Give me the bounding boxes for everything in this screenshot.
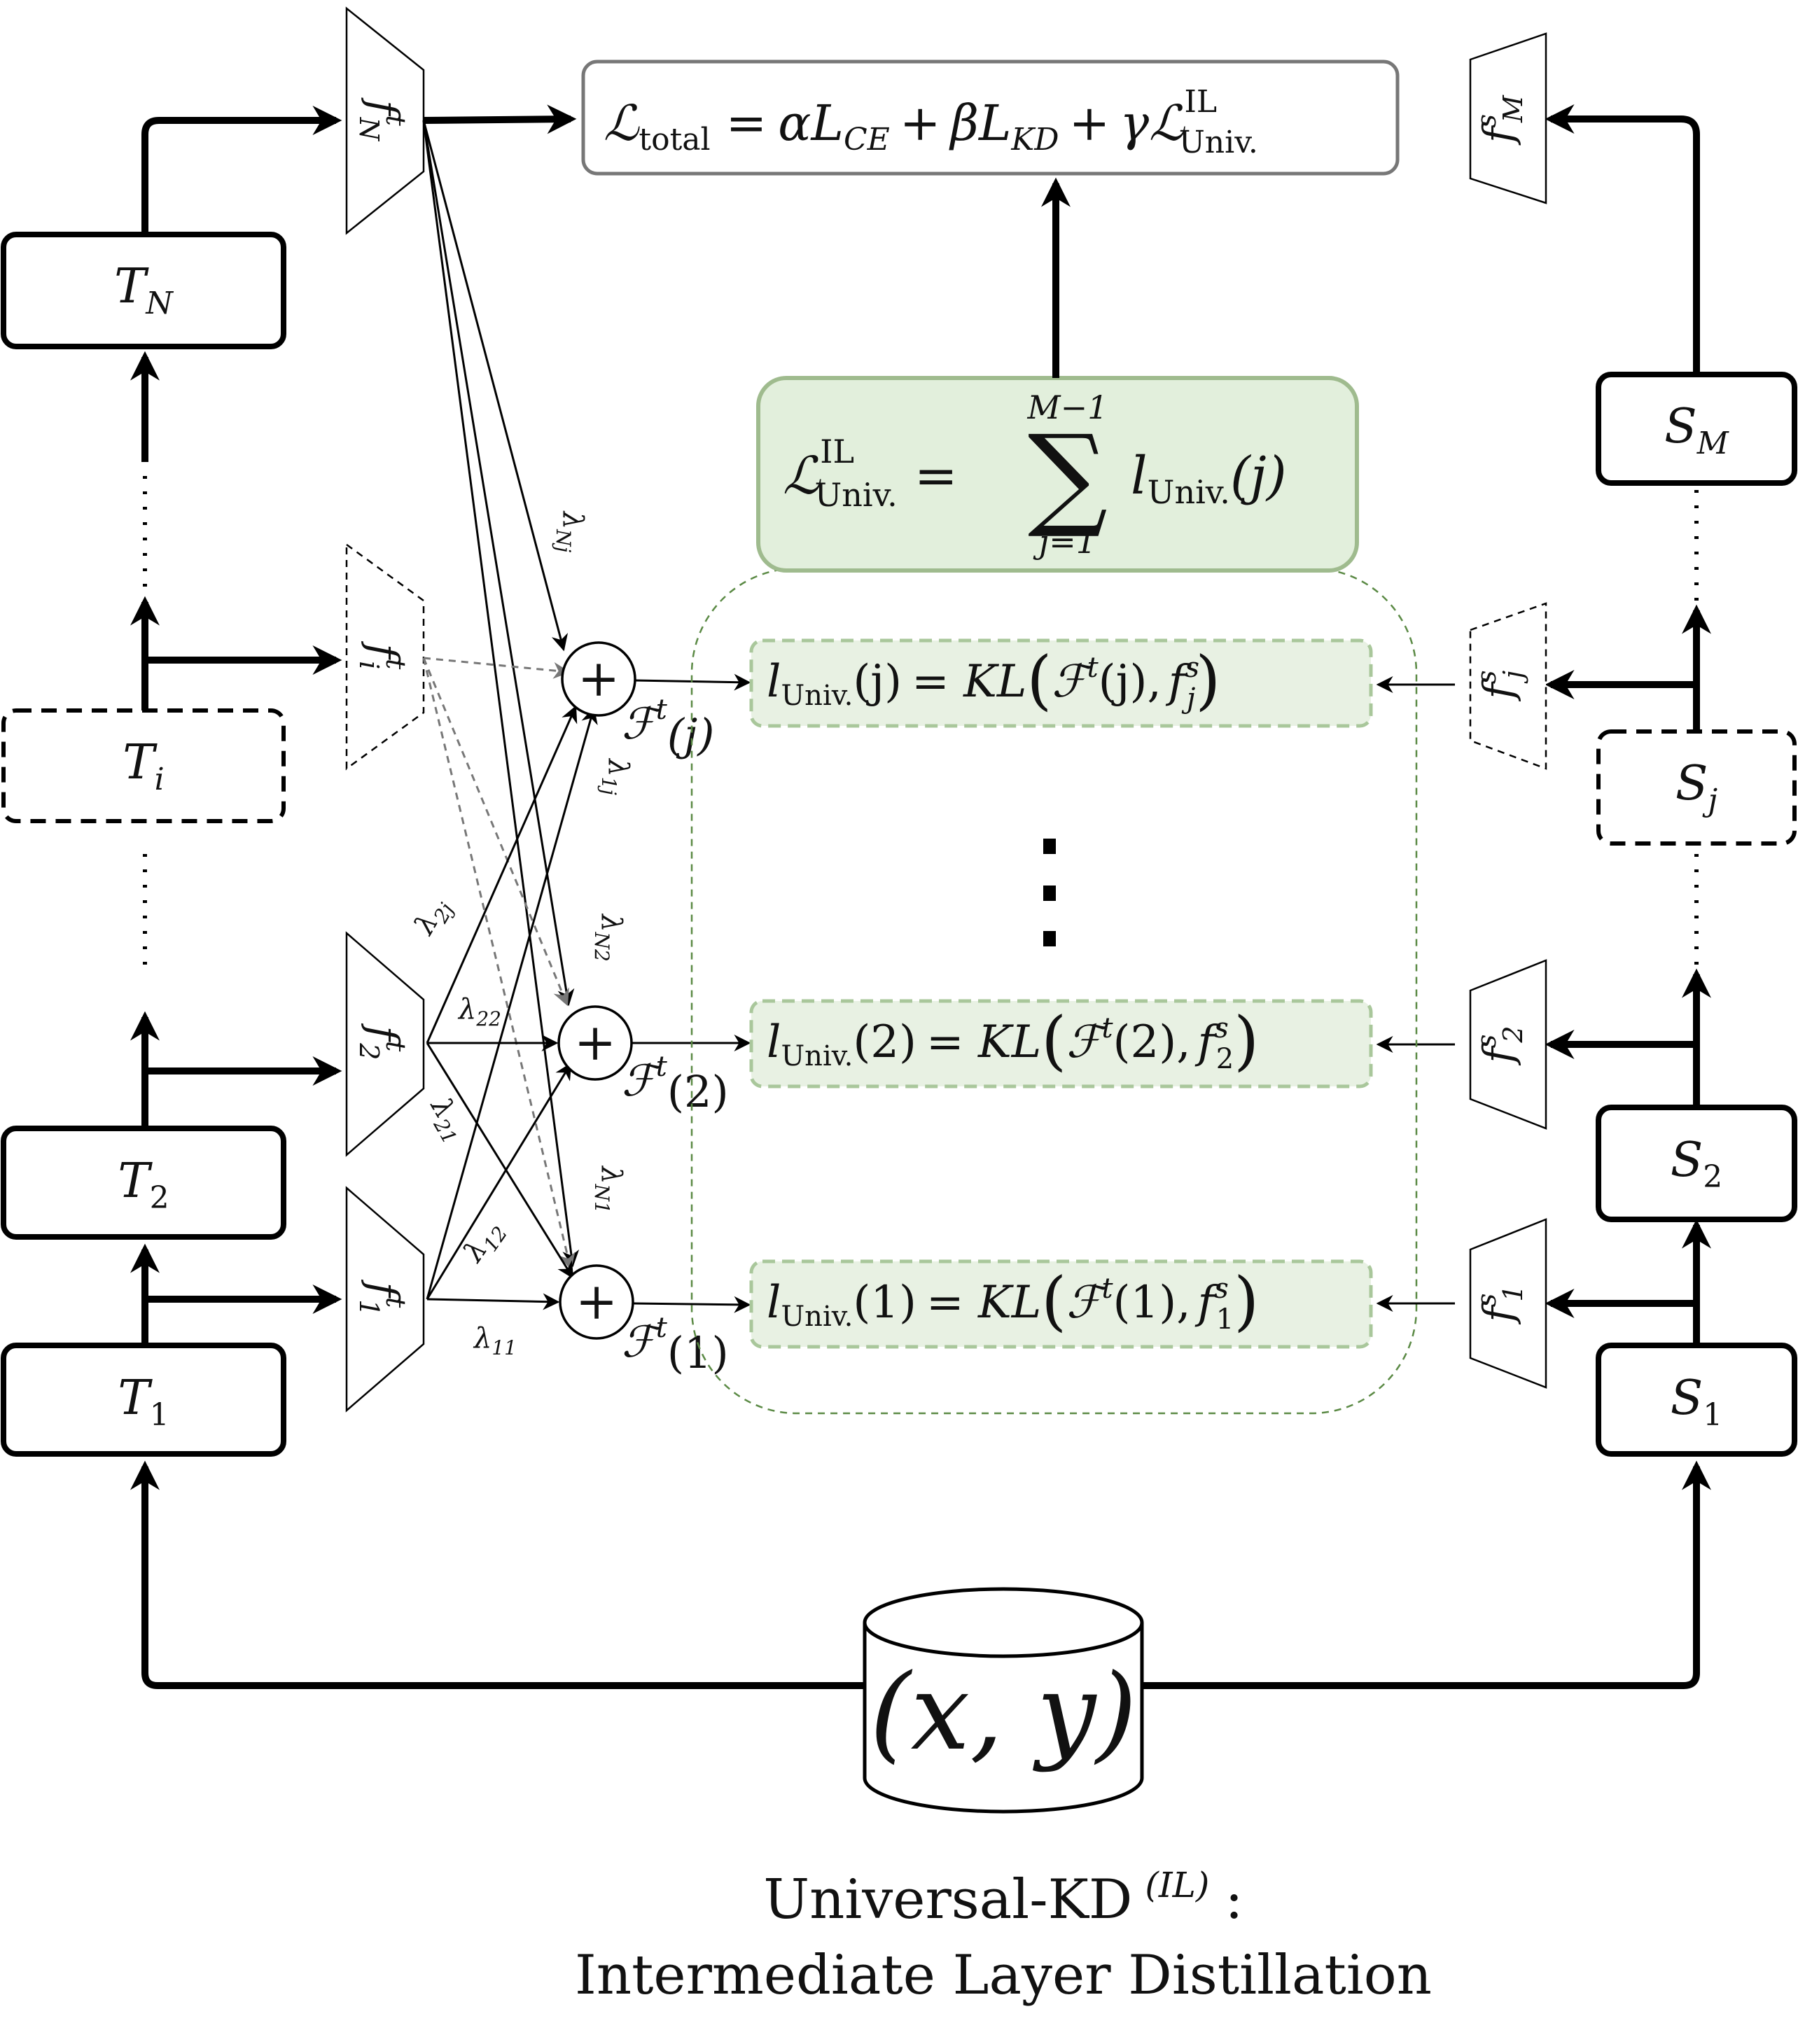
sum-node-1 <box>559 1264 634 1340</box>
ellipsis-dot <box>1043 886 1056 901</box>
teacher-column: T1 T2 Ti TN <box>1 106 342 1457</box>
layer-loss-box-j <box>749 638 1373 728</box>
weight-label-2j: λ2j <box>407 892 459 943</box>
student-block-1 <box>1596 1343 1797 1457</box>
teacher-head-n-label: ftN <box>354 97 411 142</box>
fused-label-j: ℱt(j) <box>622 694 714 760</box>
weight-label-nj: λNj <box>552 510 589 553</box>
caption: Universal-KD(IL): Intermediate Layer Dis… <box>575 1865 1432 2007</box>
layer-loss-box-2 <box>749 999 1373 1088</box>
sum-node-j <box>561 641 636 717</box>
sum-symbol-1: + <box>576 1272 618 1331</box>
caption-line-2: Intermediate Layer Distillation <box>575 1944 1432 2007</box>
sum-nodes: + + + ℱt(j) ℱt(2) ℱt(1) <box>557 641 751 1378</box>
teacher-label-n: TN <box>114 259 174 321</box>
fused-label-2: ℱt(2) <box>622 1051 729 1117</box>
teacher-head-i-label: fti <box>354 641 411 670</box>
weight-label-22: λ22 <box>457 993 501 1030</box>
student-label-j: Sj <box>1675 756 1717 818</box>
student-head-2 <box>1469 959 1547 1130</box>
sum-lower-limit: j=1 <box>1033 523 1096 561</box>
student-label-2: S2 <box>1671 1133 1723 1195</box>
teacher-heads: ftN fti ft2 ft1 <box>345 6 425 1413</box>
sigma-symbol: ∑ <box>1028 410 1108 541</box>
ellipsis-dot <box>1043 931 1056 946</box>
teacher-label-1: T1 <box>118 1371 169 1433</box>
ellipsis-dot <box>1043 839 1056 854</box>
weight-label-1j: λ1j <box>597 757 634 795</box>
teacher-block-i <box>1 708 286 823</box>
teacher-head-n <box>345 6 425 235</box>
student-block-m <box>1596 372 1797 486</box>
layer-loss-box-1 <box>749 1259 1373 1349</box>
student-heads: fsM fsj fs2 fs1 <box>1376 32 1547 1389</box>
data-label: (x, y) <box>870 1652 1137 1774</box>
student-head-1-label: fs1 <box>1471 1284 1528 1324</box>
teacher-head-1-label: ft1 <box>354 1280 411 1317</box>
weight-label-n2: λN2 <box>590 913 627 962</box>
student-column: S1 S2 Sj SM <box>1545 104 1797 1457</box>
student-head-j-label: fsj <box>1471 671 1528 702</box>
weight-label-11: λ11 <box>473 1322 517 1359</box>
teacher-head-2-label: ft2 <box>354 1023 411 1060</box>
teacher-block-n <box>1 232 286 349</box>
teacher-label-2: T2 <box>118 1154 169 1216</box>
teacher-block-1 <box>1 1343 286 1457</box>
teacher-label-i: Ti <box>123 735 164 797</box>
student-head-m-label: fsM <box>1471 94 1528 146</box>
input-connectors <box>130 1460 1711 1689</box>
weighted-connections: λNj λ1j λ2j λ22 λN2 λ21 λN1 λ12 λ11 <box>407 120 634 1359</box>
teacher-head-1 <box>345 1186 425 1413</box>
student-head-1 <box>1469 1218 1547 1389</box>
teacher-head-2 <box>345 931 425 1157</box>
student-block-j <box>1596 729 1797 846</box>
teacher-head-i <box>345 542 425 771</box>
data-cylinder: (x, y) <box>863 1587 1144 1814</box>
sum-symbol-2: + <box>574 1013 616 1072</box>
weight-label-12: λ12 <box>457 1214 513 1271</box>
weight-label-21: λ21 <box>419 1091 473 1148</box>
student-label-m: SM <box>1664 399 1729 461</box>
universal-loss-term: lUniv.(j) <box>1131 446 1287 511</box>
sum-upper-limit: M−1 <box>1027 388 1108 426</box>
caption-line-1: Universal-KD(IL): <box>763 1865 1243 1931</box>
student-head-j <box>1469 602 1547 770</box>
student-label-1: S1 <box>1671 1371 1723 1433</box>
student-head-m <box>1469 32 1547 204</box>
student-block-2 <box>1596 1105 1797 1222</box>
fused-label-1: ℱt(1) <box>622 1312 729 1378</box>
sum-symbol-j: + <box>578 649 620 708</box>
weight-label-n1: λN1 <box>590 1165 627 1214</box>
total-loss-box <box>581 59 1400 176</box>
teacher-block-2 <box>1 1126 286 1240</box>
